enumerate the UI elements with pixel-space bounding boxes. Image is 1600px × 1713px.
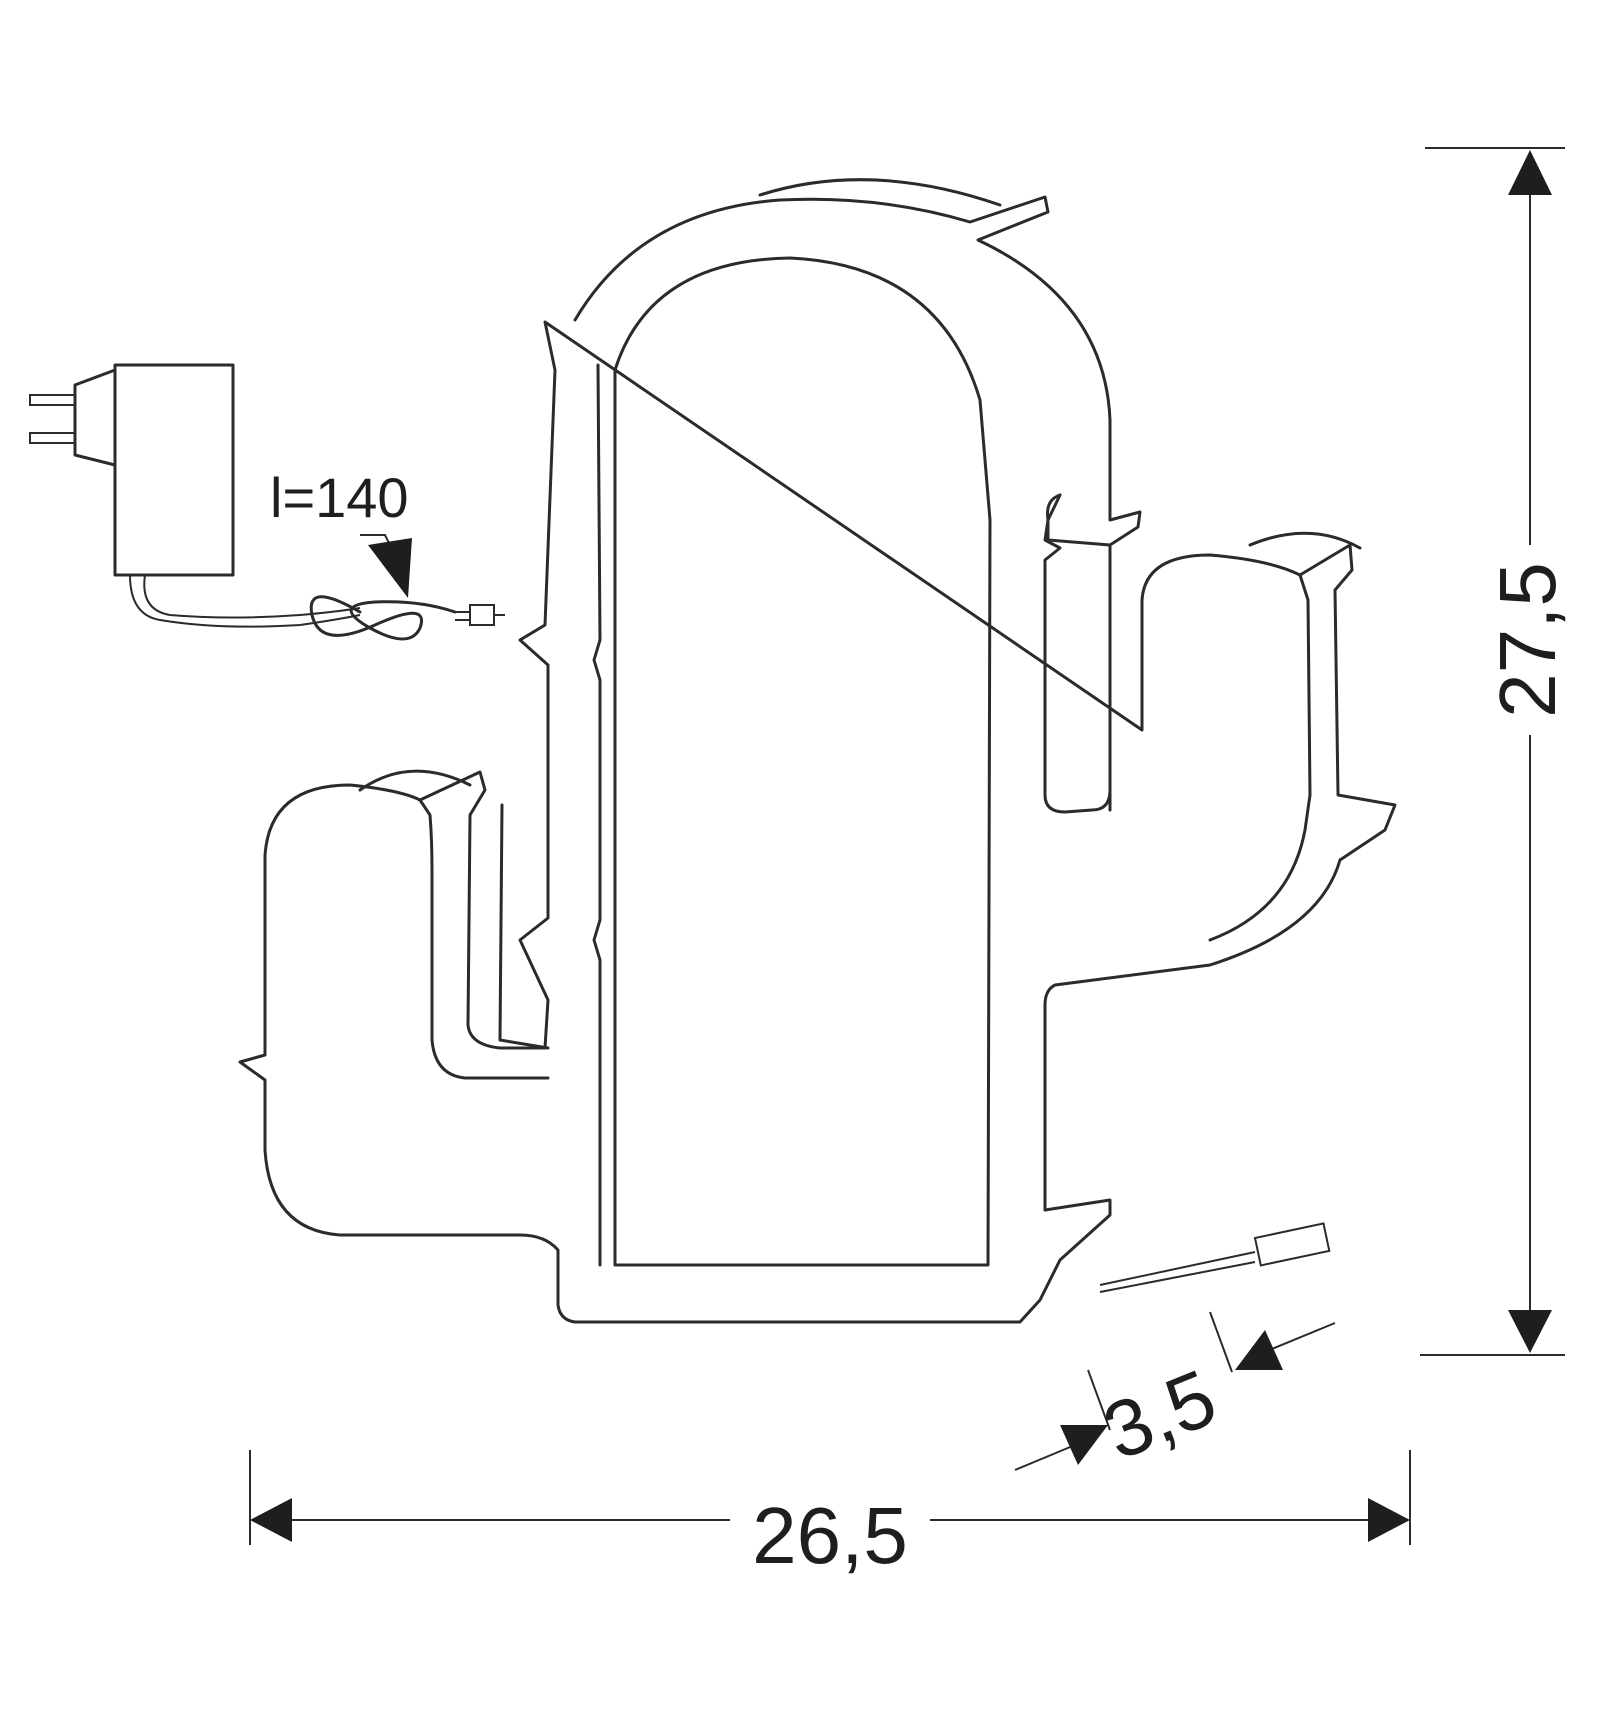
cactus-right-arm-inner <box>1208 573 1312 942</box>
cactus-lamp-outline <box>238 178 1397 1324</box>
power-adapter <box>29 363 505 641</box>
width-arrow-right <box>1368 1498 1410 1542</box>
height-label: 27,5 <box>1483 562 1572 718</box>
cactus-back-right-arm-top <box>1248 531 1362 550</box>
adapter-cable <box>129 574 361 628</box>
cable-length-arrowhead <box>368 538 412 598</box>
cable-length-pointer <box>360 534 412 598</box>
cactus-back-left-arm-top <box>358 769 472 792</box>
height-arrow-bottom <box>1508 1310 1552 1353</box>
output-cable-plug <box>1253 1222 1331 1267</box>
adapter-cable-coil <box>309 595 457 641</box>
cable-length-label: l=140 <box>270 466 409 529</box>
depth-extension-right <box>1209 1311 1233 1373</box>
depth-dimension <box>1014 1311 1336 1471</box>
adapter-plug-face <box>73 368 117 467</box>
cactus-back-arch <box>758 178 1002 207</box>
cactus-main-silhouette <box>238 195 1397 1324</box>
adapter-pin-top <box>29 394 76 406</box>
height-dimension <box>1420 147 1565 1356</box>
depth-leader-left <box>1014 1444 1076 1471</box>
cactus-body-left-edge <box>592 363 602 1267</box>
cactus-left-arm-inner <box>418 798 550 1080</box>
width-dimension <box>249 1450 1411 1545</box>
output-cable <box>1099 1251 1256 1293</box>
adapter-cable-connector <box>469 604 495 626</box>
depth-arrow-right <box>1235 1330 1283 1370</box>
width-label: 26,5 <box>752 1491 908 1580</box>
depth-extension-left <box>1087 1369 1111 1431</box>
cactus-inner-arch <box>613 256 992 1267</box>
depth-label: 3,5 <box>1091 1352 1227 1476</box>
adapter-body <box>113 363 235 577</box>
cactus-left-arm-inner-edge <box>498 803 550 1050</box>
depth-arrow-left <box>1060 1425 1108 1465</box>
width-arrow-left <box>250 1498 292 1542</box>
height-arrow-top <box>1508 150 1552 195</box>
cactus-right-arm-inner-edge <box>1046 493 1112 812</box>
adapter-cable-end <box>455 611 470 621</box>
adapter-pin-bottom <box>29 432 76 444</box>
